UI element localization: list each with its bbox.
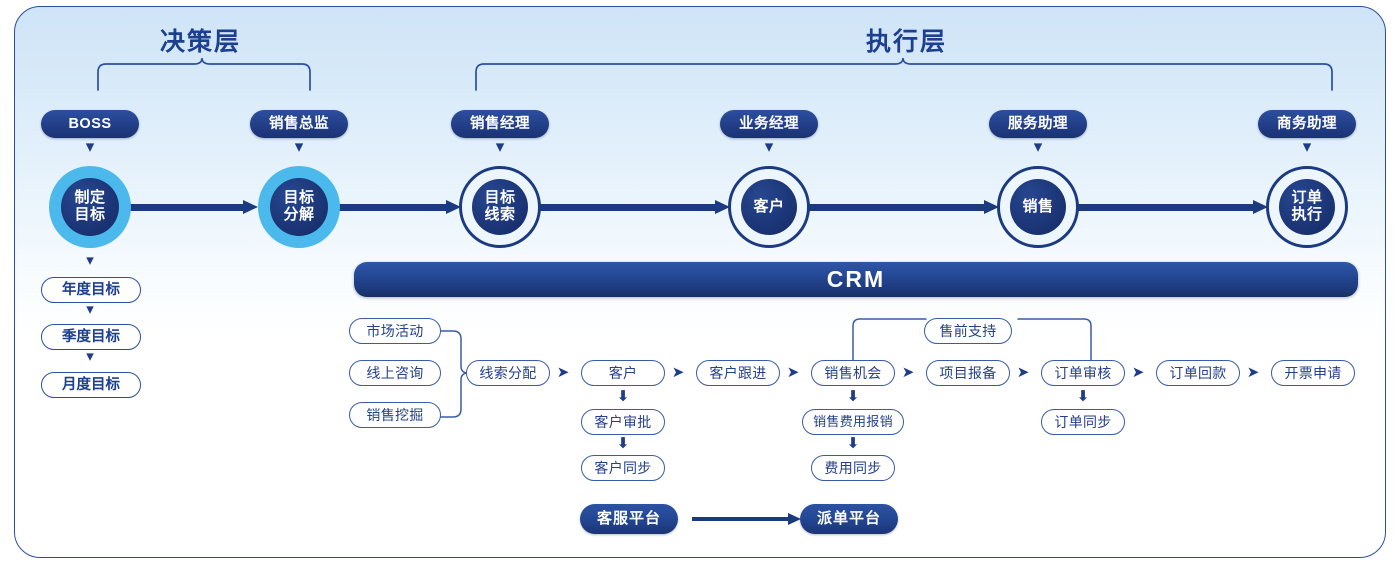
brace-decision (97, 58, 311, 91)
flow-arrow-3 (538, 200, 730, 214)
role-pill-commerce-assistant[interactable]: 商务助理 (1258, 110, 1356, 138)
mini-arrow-7: ➤ (1246, 364, 1260, 381)
chip-customer-sync[interactable]: 客户同步 (581, 455, 665, 481)
chip-order-payment[interactable]: 订单回款 (1156, 360, 1240, 386)
goal-pill-annual[interactable]: 年度目标 (41, 277, 141, 303)
role-caret-service-assistant: ▾ (1033, 137, 1043, 156)
flow-arrow-1 (128, 200, 258, 214)
brace-execution (475, 58, 1333, 91)
chip-order-sync[interactable]: 订单同步 (1041, 409, 1125, 435)
role-pill-sales-manager[interactable]: 销售经理 (451, 110, 549, 138)
role-caret-boss: ▾ (85, 137, 95, 156)
role-caret-sales-manager: ▾ (495, 137, 505, 156)
stage-label-line1: 客户 (753, 197, 785, 215)
stage-node-decompose-goal-core: 目标 分解 (270, 178, 328, 236)
chip-order-review[interactable]: 订单审核 (1041, 360, 1125, 386)
stage-node-decompose-goal[interactable]: 目标 分解 (258, 166, 340, 248)
stage-node-order-execution-core: 订单 执行 (1279, 179, 1335, 235)
role-caret-sales-director: ▾ (294, 137, 304, 156)
down-arrow-customer-1: ⬇ (616, 388, 630, 405)
chip-presales-support[interactable]: 售前支持 (924, 318, 1012, 344)
chip-project-registration[interactable]: 项目报备 (926, 360, 1010, 386)
stage-node-order-execution[interactable]: 订单 执行 (1266, 166, 1348, 248)
chip-market-activity[interactable]: 市场活动 (349, 318, 441, 344)
platform-pill-dispatch[interactable]: 派单平台 (800, 504, 898, 534)
stage-node-customer-core: 客户 (741, 179, 797, 235)
platform-pill-service[interactable]: 客服平台 (580, 504, 678, 534)
goal-pill-monthly[interactable]: 月度目标 (41, 372, 141, 398)
down-arrow-opportunity-2: ⬇ (846, 435, 860, 452)
stage-node-sales-core: 销售 (1010, 179, 1066, 235)
section-title-execution: 执行层 (866, 28, 948, 56)
role-pill-boss[interactable]: BOSS (41, 110, 139, 138)
stage-label-line1: 目标 (283, 189, 315, 207)
chip-invoice-application[interactable]: 开票申请 (1271, 360, 1355, 386)
down-arrow-customer-2: ⬇ (616, 435, 630, 452)
mini-arrow-6: ➤ (1131, 364, 1145, 381)
crm-bar[interactable]: CRM (354, 262, 1358, 297)
mini-arrow-3: ➤ (786, 364, 800, 381)
flow-arrow-2 (337, 200, 461, 214)
role-pill-sales-director[interactable]: 销售总监 (250, 110, 348, 138)
stage-node-set-goal-core: 制定 目标 (61, 178, 119, 236)
chip-customer[interactable]: 客户 (581, 360, 665, 386)
stage-node-goal-lead[interactable]: 目标 线索 (459, 166, 541, 248)
chip-customer-approval[interactable]: 客户审批 (581, 409, 665, 435)
chip-customer-followup[interactable]: 客户跟进 (696, 360, 780, 386)
stage-node-sales[interactable]: 销售 (997, 166, 1079, 248)
stage-node-set-goal[interactable]: 制定 目标 (49, 166, 131, 248)
chip-expense-sync[interactable]: 费用同步 (811, 455, 895, 481)
chip-lead-assignment[interactable]: 线索分配 (466, 360, 550, 386)
flow-arrow-4 (807, 200, 999, 214)
goal-caret-1: ▾ (86, 301, 94, 318)
stage-label-line1: 订单 (1291, 189, 1323, 207)
role-caret-commerce-assistant: ▾ (1302, 137, 1312, 156)
mini-arrow-1: ➤ (556, 364, 570, 381)
chip-online-consult[interactable]: 线上咨询 (349, 360, 441, 386)
chip-sales-opportunity[interactable]: 销售机会 (811, 360, 895, 386)
down-arrow-opportunity-1: ⬇ (846, 388, 860, 405)
stage-node-customer[interactable]: 客户 (728, 166, 810, 248)
goal-caret-0: ▾ (86, 252, 94, 269)
stage-node-goal-lead-core: 目标 线索 (472, 179, 528, 235)
chip-sales-expense-reimbursement[interactable]: 销售费用报销 (802, 409, 904, 435)
stage-label-line2: 执行 (1291, 206, 1323, 223)
mini-arrow-4: ➤ (901, 364, 915, 381)
goal-pill-quarterly[interactable]: 季度目标 (41, 324, 141, 350)
platform-arrow (692, 512, 808, 526)
role-pill-business-manager[interactable]: 业务经理 (720, 110, 818, 138)
stage-label-line1: 目标 (484, 189, 516, 207)
goal-caret-2: ▾ (86, 348, 94, 365)
mini-arrow-2: ➤ (671, 364, 685, 381)
stage-label-line2: 线索 (484, 206, 516, 223)
role-caret-business-manager: ▾ (764, 137, 774, 156)
stage-label-line1: 制定 (74, 189, 106, 207)
mini-arrow-5: ➤ (1016, 364, 1030, 381)
stage-label-line2: 目标 (74, 206, 106, 223)
chip-sales-prospecting[interactable]: 销售挖掘 (349, 402, 441, 428)
section-title-decision: 决策层 (160, 28, 242, 56)
down-arrow-order-1: ⬇ (1076, 388, 1090, 405)
role-pill-service-assistant[interactable]: 服务助理 (989, 110, 1087, 138)
flow-arrow-5 (1076, 200, 1268, 214)
stage-label-line1: 销售 (1022, 197, 1054, 215)
stage-label-line2: 分解 (283, 206, 315, 223)
bracket-presales (852, 318, 1092, 361)
